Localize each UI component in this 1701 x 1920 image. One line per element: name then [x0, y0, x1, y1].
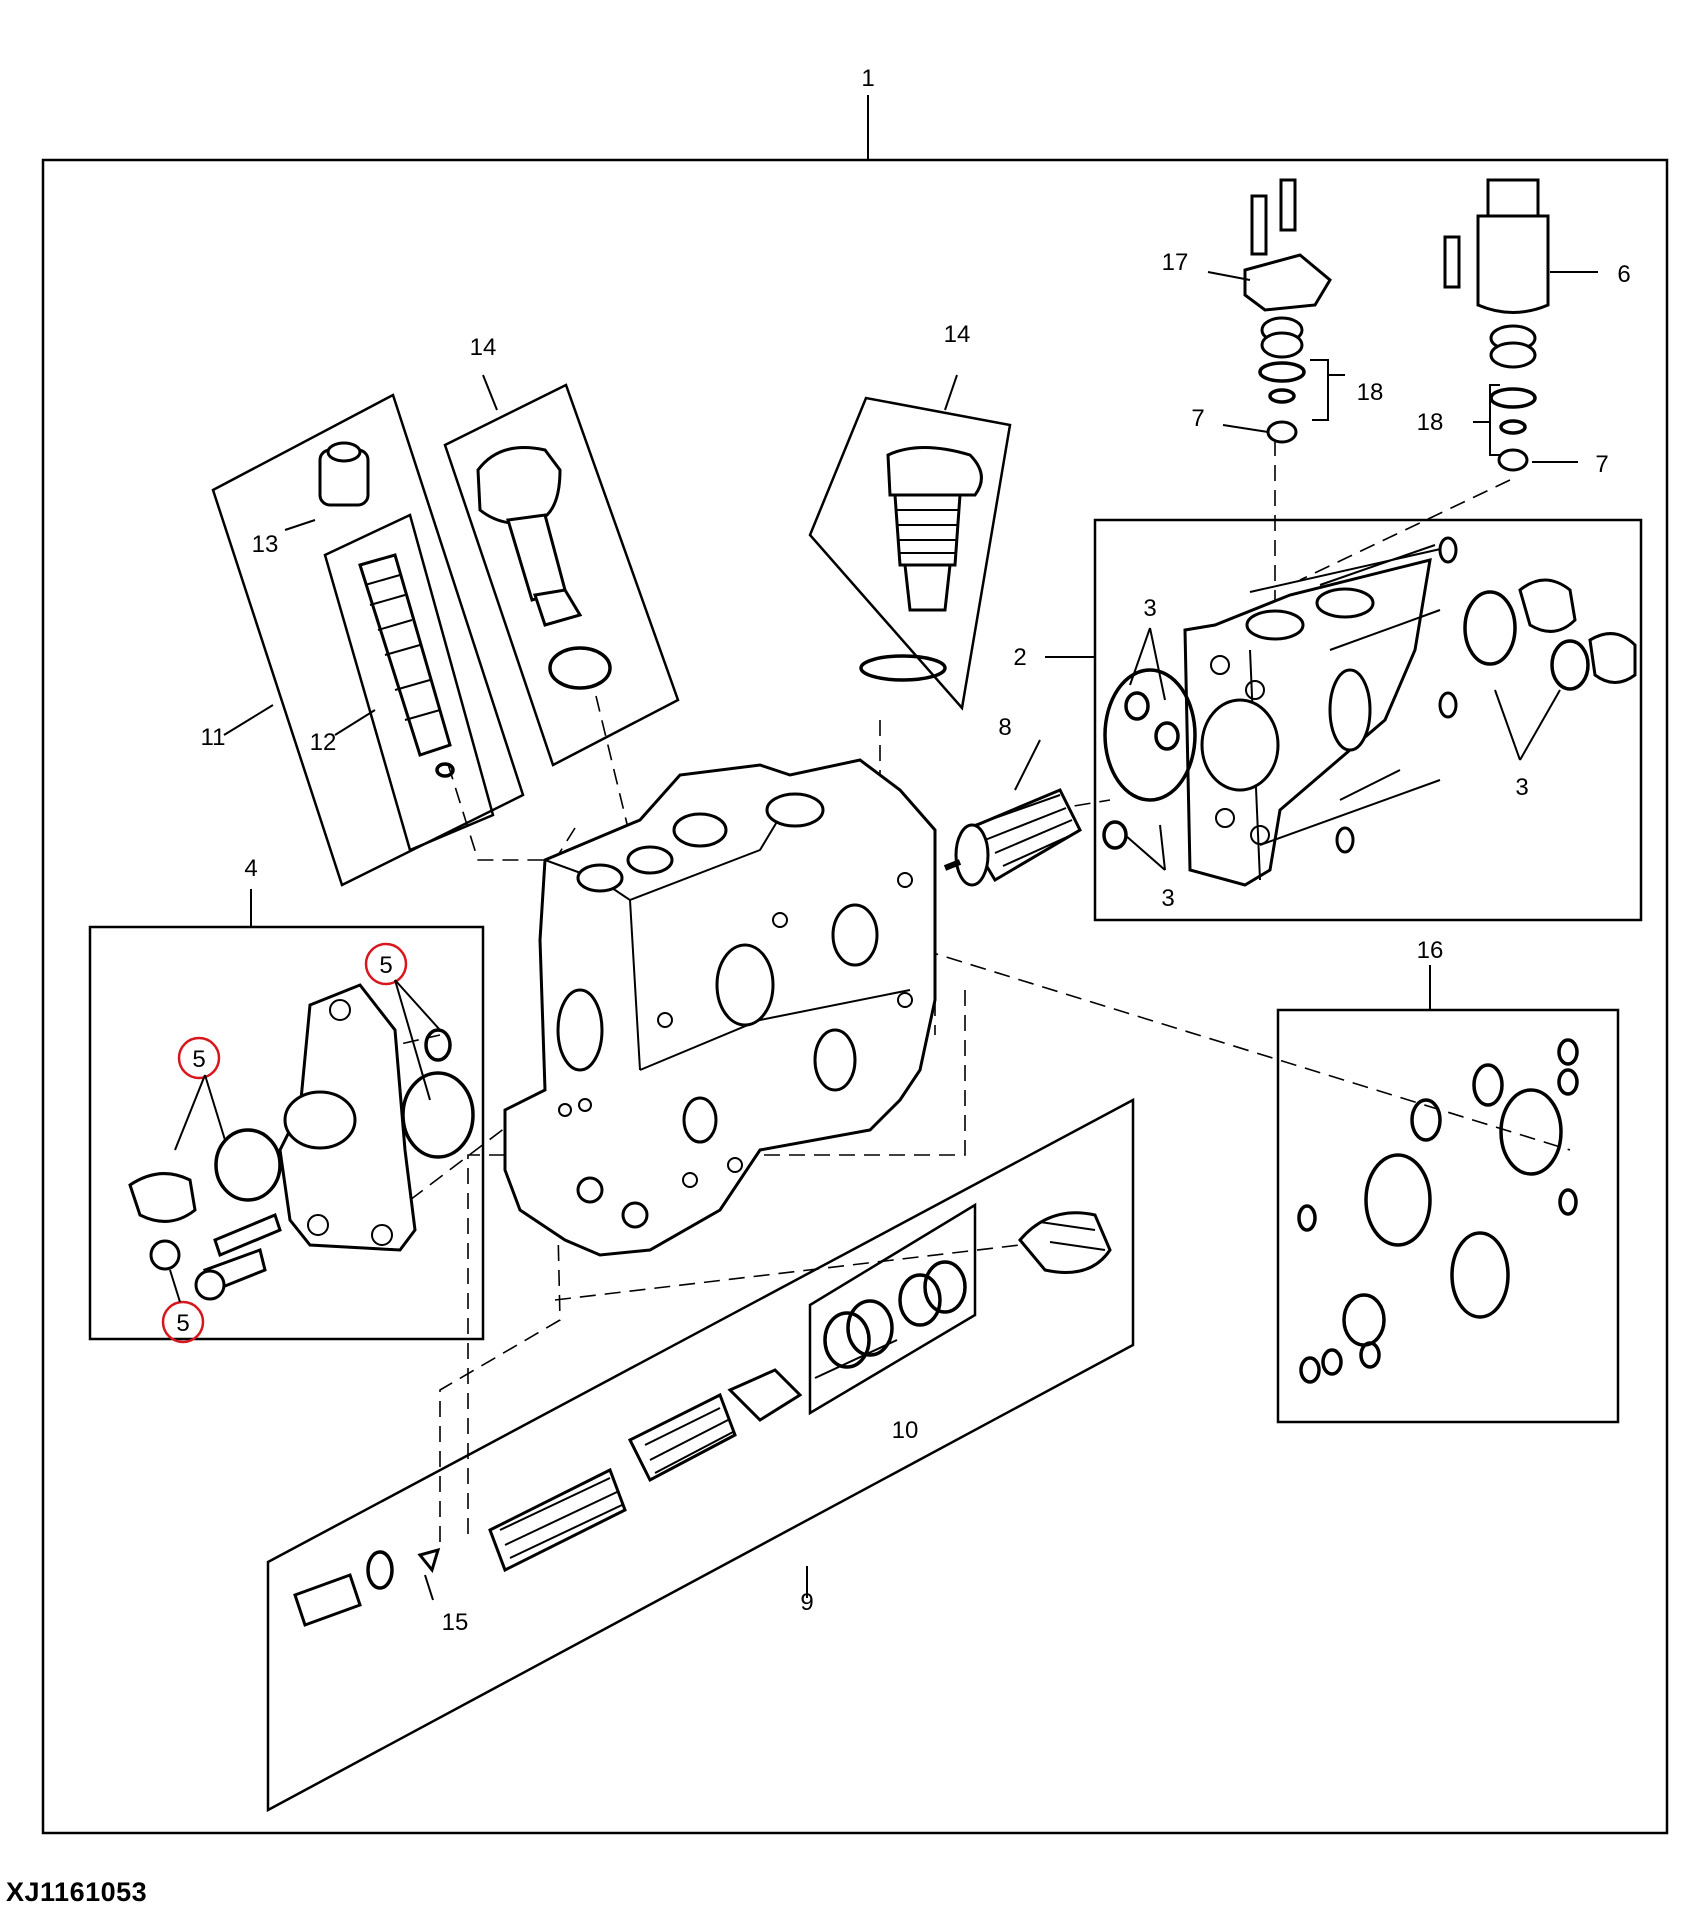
callout-3b: 3: [1515, 774, 1528, 801]
callout-5a: 5: [379, 952, 392, 979]
valve-housing: [503, 758, 937, 1257]
callout-12: 12: [310, 729, 337, 756]
leader-lines: [223, 271, 1598, 1601]
callout-7b: 7: [1595, 451, 1608, 478]
group-10-seal-kit: [808, 1202, 977, 1416]
solenoid-cap-17-stack: [1243, 178, 1332, 444]
item-8-spring-spool: [943, 788, 1082, 887]
figure-id: XJ1161053: [6, 1877, 148, 1907]
solenoid-6-stack: [1443, 178, 1550, 472]
callout-2: 2: [1013, 644, 1026, 671]
callout-4: 4: [244, 855, 257, 882]
callout-16: 16: [1417, 937, 1444, 964]
callout-7a: 7: [1191, 405, 1204, 432]
callout-18a: 18: [1357, 379, 1384, 406]
callout-3a: 3: [1143, 595, 1156, 622]
callout-5c: 5: [176, 1310, 189, 1337]
callout-15: 15: [442, 1609, 469, 1636]
callout-14b: 14: [944, 321, 971, 348]
group-16-seal-kit: [1276, 1008, 1620, 1424]
callout-1: 1: [861, 65, 874, 92]
callout-labels: 1 2 3 3 3 4 5 5 5 6 7 7 8 9 10 11 12 13 …: [176, 65, 1630, 1636]
group-14-relief-valve-center: [808, 396, 1012, 711]
group-9-spool: [266, 1097, 1135, 1813]
callout-6: 6: [1617, 261, 1630, 288]
callout-3c: 3: [1161, 885, 1174, 912]
callout-8: 8: [998, 714, 1011, 741]
assembly-frame: [41, 158, 1669, 1835]
group-2-end-cover: [1093, 518, 1643, 922]
callout-10: 10: [892, 1417, 919, 1444]
callout-14a: 14: [470, 334, 497, 361]
callout-17: 17: [1162, 249, 1189, 276]
callout-9: 9: [800, 1589, 813, 1616]
group-11-cartridge: [211, 393, 525, 887]
callout-11: 11: [201, 724, 226, 751]
group-4-relief-cover: [88, 925, 485, 1341]
group-14-relief-valve-left: [443, 383, 680, 767]
callout-13: 13: [252, 531, 279, 558]
callout-18b: 18: [1417, 409, 1444, 436]
item-5-highlights: [161, 942, 441, 1344]
callout-5b: 5: [192, 1046, 205, 1073]
